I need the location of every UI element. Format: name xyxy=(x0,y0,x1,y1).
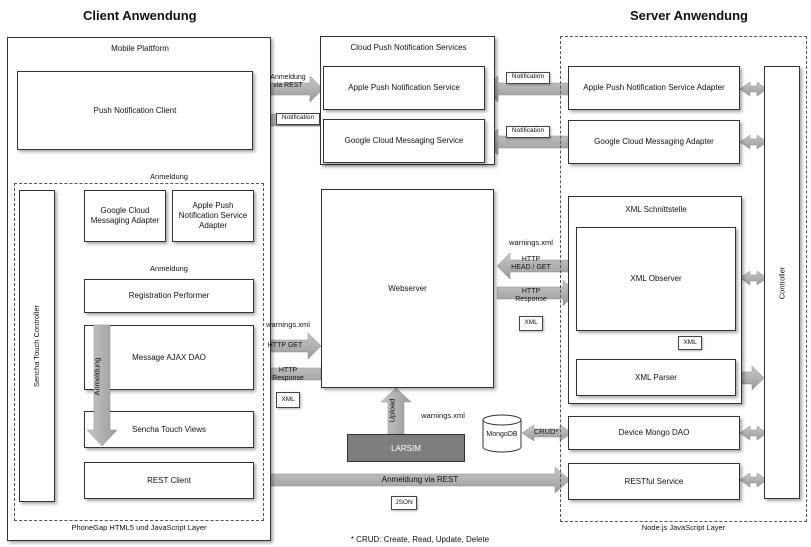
registration-performer: Registration Performer xyxy=(84,279,254,313)
arrow-http-head-get xyxy=(496,252,577,280)
xml-schnittstelle-title: XML Schnittstelle xyxy=(625,205,687,214)
nodejs-layer-label: Node.js JavaScript Layer xyxy=(641,523,726,532)
cloud-title: Cloud Push Notification Services xyxy=(350,43,467,52)
restful-service: RESTful Service xyxy=(568,463,740,500)
xml-tag-left: XML xyxy=(276,392,300,408)
rest-client: REST Client xyxy=(84,462,254,499)
anmeldung-rest-line1: Anmeldung xyxy=(270,74,306,81)
crud-label: CRUD* xyxy=(533,427,559,436)
footnote: * CRUD: Create, Read, Update, Delete xyxy=(350,535,490,544)
phonegap-layer-label: PhoneGap HTML5 und JavaScript Layer xyxy=(71,523,207,532)
http-head-get-label: HTTP HEAD / GET xyxy=(505,256,557,272)
http-response-left-l2: Response xyxy=(272,375,304,382)
xml-observer: XML Observer xyxy=(576,227,736,331)
anmeldung-rest-line2: via REST xyxy=(273,82,303,89)
anmeldung-rest-label: Anmeldung via REST xyxy=(262,74,314,90)
sencha-controller-label: Sencha Touch Controller xyxy=(32,305,41,387)
arrow-upload xyxy=(380,387,412,435)
message-ajax-dao: Message AJAX DAO xyxy=(84,325,254,390)
http-resp-r-l2: Response xyxy=(515,296,547,303)
xml-tag-observer: XML xyxy=(678,336,702,350)
http-response-left-label: HTTP Response xyxy=(266,367,310,383)
client-header: Client Anwendung xyxy=(83,8,197,23)
mongodb-label: MongoDB xyxy=(486,431,518,438)
controller: Controller xyxy=(764,66,800,499)
json-tag: JSON xyxy=(391,496,417,510)
sencha-touch-views: Sencha Touch Views xyxy=(84,411,254,448)
cloud-gcm: Google Cloud Messaging Service xyxy=(323,119,485,163)
http-response-right-label: HTTP Response xyxy=(505,288,557,304)
larsim: LARSIM xyxy=(347,434,465,462)
arrow-anmeldung-via-rest xyxy=(251,466,571,494)
controller-label: Controller xyxy=(776,266,786,299)
phonegap-layer xyxy=(14,183,264,521)
notification-tag-gcm: Notification xyxy=(506,126,550,138)
push-notification-client: Push Notification Client xyxy=(17,71,253,150)
client-apns-adapter: Apple Push Notification Service Adapter xyxy=(172,190,254,242)
http-response-left-l1: HTTP xyxy=(278,367,298,374)
nodejs-layer xyxy=(560,36,807,522)
webserver: Webserver xyxy=(321,189,494,388)
cloud-apns: Apple Push Notification Service xyxy=(323,66,485,110)
warnings-xml-bottom: warnings.xml xyxy=(421,411,465,420)
anmeldung-label-mid: Anmeldung xyxy=(150,264,188,273)
http-get-label: HTTP GET xyxy=(267,342,303,349)
upload-label: Upload xyxy=(387,398,397,423)
warnings-xml-left: warnings.xml xyxy=(266,320,310,329)
http-head-l2: HEAD / GET xyxy=(511,264,551,271)
mobile-platform-title: Mobile Plattform xyxy=(111,44,169,53)
device-mongo-dao: Device Mongo DAO xyxy=(568,416,740,450)
server-gcm-adapter: Google Cloud Messaging Adapter xyxy=(568,120,740,164)
warnings-xml-right: warnings.xml xyxy=(509,238,553,247)
xml-tag-right: XML xyxy=(519,316,543,331)
mongodb-icon xyxy=(482,414,522,453)
notification-tag-apns: Notification xyxy=(506,72,550,84)
anmeldung-vertical-label: Anmeldung xyxy=(92,357,102,396)
sencha-touch-controller: Sencha Touch Controller xyxy=(19,190,55,502)
notification-tag-client: Notification xyxy=(276,113,320,125)
anmeldung-via-rest-label: Anmeldung via REST xyxy=(381,475,459,484)
http-head-l1: HTTP xyxy=(521,256,541,263)
xml-parser: XML Parser xyxy=(576,359,736,396)
http-resp-r-l1: HTTP xyxy=(521,288,541,295)
server-header: Server Anwendung xyxy=(630,8,748,23)
server-apns-adapter: Apple Push Notification Service Adapter xyxy=(568,66,740,110)
anmeldung-label-top: Anmeldung xyxy=(150,172,188,181)
client-gcm-adapter: Google Cloud Messaging Adapter xyxy=(84,190,166,242)
